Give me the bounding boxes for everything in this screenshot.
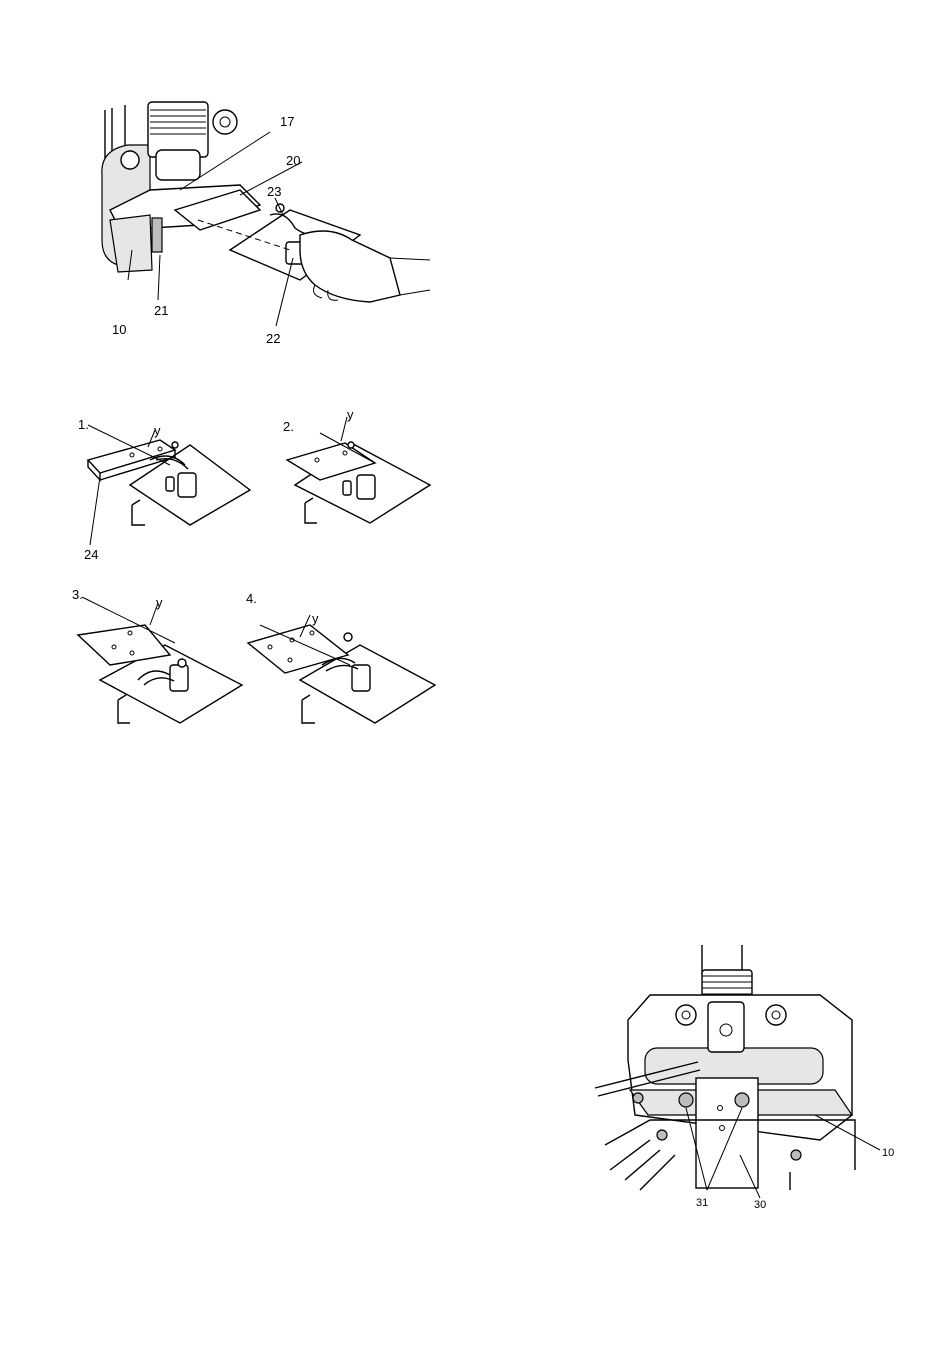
figure-step-2: 2. y [275, 405, 445, 535]
step-4-number: 4. [246, 591, 257, 606]
callout-10-bottom: 10 [882, 1147, 894, 1159]
callout-21: 21 [154, 303, 168, 318]
step-3-illustration: 3. y [70, 585, 250, 730]
step-4-axis-y: y [312, 611, 319, 626]
router-template-illustration: 17 20 23 10 21 22 [90, 90, 450, 350]
callout-20: 20 [286, 153, 300, 168]
step-3-number: 3. [72, 587, 83, 602]
step-1-number: 1. [78, 417, 89, 432]
figure-step-1: 1. y 24 [70, 405, 260, 565]
figure-step-4: 4. y [240, 585, 440, 730]
callout-23: 23 [267, 184, 281, 199]
step-4-illustration: 4. y [240, 585, 440, 730]
step-1-axis-y: y [154, 423, 161, 438]
callout-17: 17 [280, 114, 294, 129]
callout-30: 30 [754, 1199, 766, 1211]
step-3-axis-y: y [156, 595, 163, 610]
step-2-axis-y: y [347, 407, 354, 422]
step-2-number: 2. [283, 419, 294, 434]
callout-10: 10 [112, 322, 126, 337]
figure-step-3: 3. y [70, 585, 250, 730]
callout-31: 31 [696, 1197, 708, 1209]
machine-front-illustration: 10 31 30 [590, 940, 910, 1220]
figure-bottom-machine-front: 10 31 30 [590, 940, 910, 1220]
step-2-illustration: 2. y [275, 405, 445, 535]
part-label-24: 24 [84, 547, 98, 562]
step-1-illustration: 1. y 24 [70, 405, 260, 565]
callout-22: 22 [266, 331, 280, 346]
figure-top-router-template: 17 20 23 10 21 22 [90, 90, 450, 350]
